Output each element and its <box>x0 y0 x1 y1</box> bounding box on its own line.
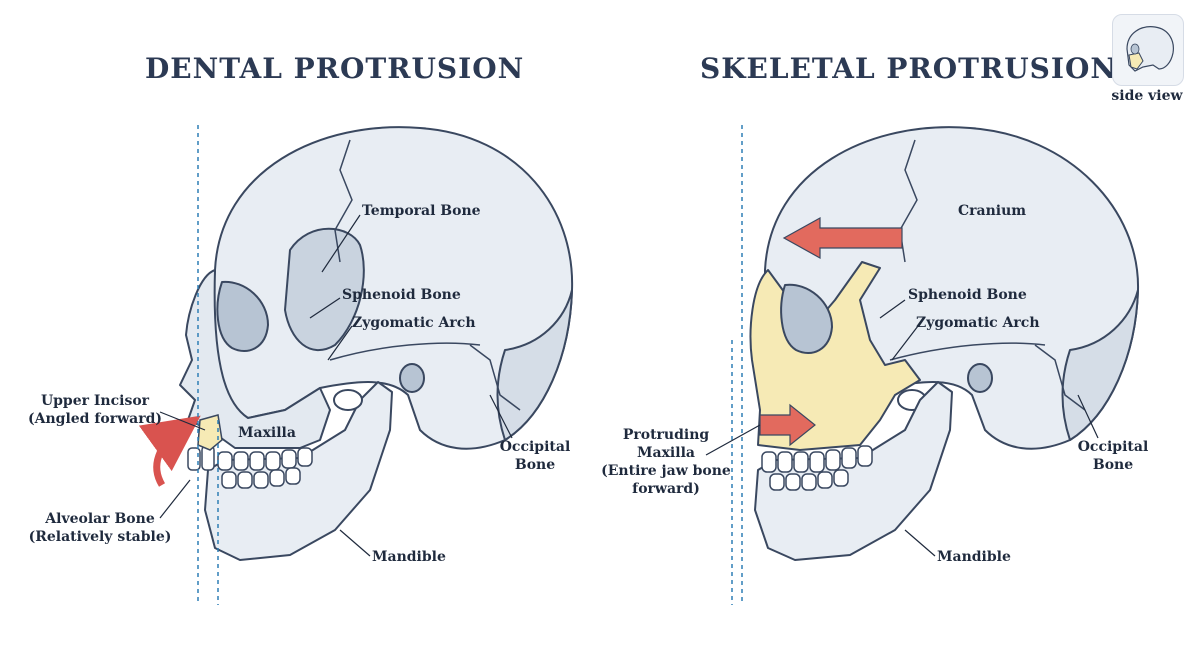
label-mandible-right: Mandible <box>937 549 1011 565</box>
left-occipital-region <box>496 289 573 441</box>
right-mandible <box>754 381 953 561</box>
left-panel-title: DENTAL PROTRUSION <box>145 52 525 85</box>
left-rotation-arrow <box>138 415 201 487</box>
left-ear-hole <box>399 363 425 393</box>
label-protruding-maxilla: Protruding Maxilla (Entire jaw bone forw… <box>601 427 731 497</box>
label-occipital-bone-left: Occipital Bone <box>499 439 571 473</box>
label-mandible-left: Mandible <box>372 549 446 565</box>
label-occipital-bone-right: Occipital Bone <box>1077 439 1149 473</box>
right-cranium-arrow <box>782 216 903 260</box>
left-temporal-fossa <box>284 227 365 351</box>
right-maxilla-arrow <box>759 403 816 447</box>
left-condyle-notch <box>333 389 363 411</box>
label-sphenoid-bone-right: Sphenoid Bone <box>908 287 1027 303</box>
label-upper-incisor: Upper Incisor (Angled forward) <box>28 393 162 427</box>
skull-thumbnail-icon <box>1126 26 1174 72</box>
label-sphenoid-bone-left: Sphenoid Bone <box>342 287 461 303</box>
label-zygomatic-arch-left: Zygomatic Arch <box>352 315 476 331</box>
label-cranium: Cranium <box>958 203 1027 219</box>
label-alveolar-bone: Alveolar Bone (Relatively stable) <box>28 511 172 545</box>
right-skull <box>705 125 1140 605</box>
right-teeth <box>761 445 873 491</box>
side-view-thumbnail <box>1112 14 1184 86</box>
left-skull <box>138 125 574 605</box>
side-view-label: side view <box>1111 88 1183 104</box>
label-temporal-bone: Temporal Bone <box>362 203 481 219</box>
left-face <box>179 269 331 449</box>
right-panel-title: SKELETAL PROTRUSION <box>700 52 1117 85</box>
right-ear-hole <box>967 363 993 393</box>
label-maxilla: Maxilla <box>238 425 296 441</box>
left-orbit <box>216 280 269 353</box>
label-zygomatic-arch-right: Zygomatic Arch <box>916 315 1040 331</box>
right-orbit <box>780 283 833 355</box>
